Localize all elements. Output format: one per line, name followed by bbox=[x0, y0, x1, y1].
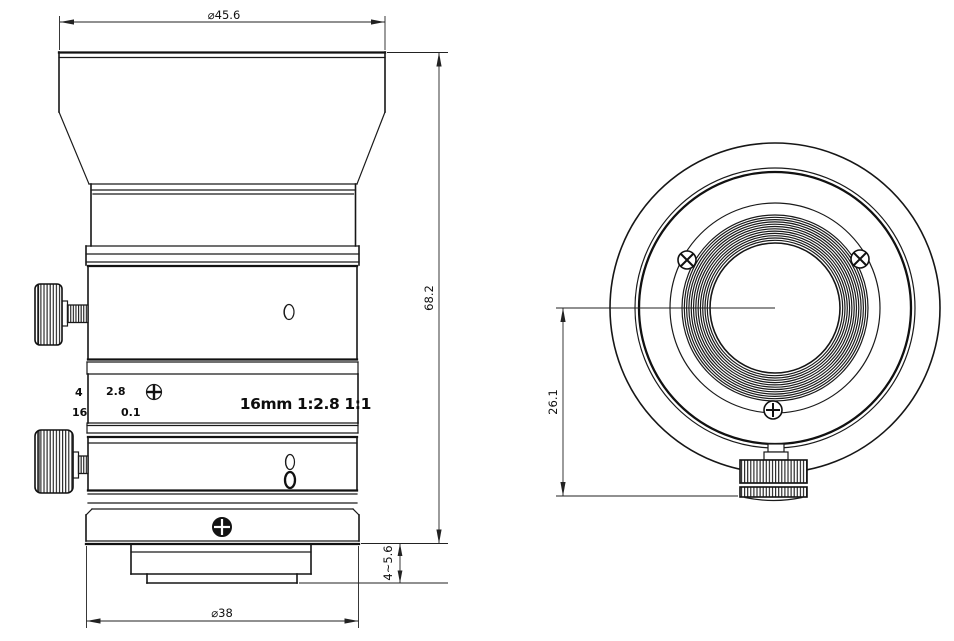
dim-axis-to-knob: 26.1 bbox=[546, 307, 775, 497]
c-mount-rear bbox=[130, 543, 312, 584]
front-view: 26.1 bbox=[546, 142, 941, 502]
face-screw-upper-right-icon bbox=[850, 249, 870, 269]
dim-back-focus-text: 4~5.6 bbox=[381, 545, 395, 580]
lens-hood bbox=[57, 51, 387, 185]
aperture-mark-16: 16 bbox=[72, 406, 88, 419]
lower-lock-knob[interactable] bbox=[34, 429, 89, 494]
dim-overall-length: 68.2 bbox=[361, 52, 448, 544]
side-view: 4 2.8 16 0.1 16mm 1:2.8 1:1 bbox=[34, 8, 448, 628]
mount-flange bbox=[84, 508, 361, 546]
front-barrel-ring bbox=[90, 183, 357, 247]
dim-body-diameter-text: ⌀38 bbox=[211, 606, 233, 620]
dim-body-diameter: ⌀38 bbox=[86, 546, 359, 628]
dim-axis-to-knob-text: 26.1 bbox=[546, 389, 560, 415]
barrel-step-band bbox=[85, 245, 360, 268]
flange-screw-icon bbox=[212, 517, 232, 537]
dim-overall-length-text: 68.2 bbox=[422, 285, 436, 311]
front-lock-knob[interactable] bbox=[739, 443, 808, 502]
index-dot-shade bbox=[285, 455, 289, 469]
focus-ring[interactable] bbox=[86, 265, 359, 375]
face-screw-upper-left-icon bbox=[677, 250, 697, 270]
upper-lock-knob[interactable] bbox=[34, 283, 89, 346]
lens-model-label: 16mm 1:2.8 1:1 bbox=[240, 395, 371, 413]
face-screw-bottom-icon bbox=[763, 400, 783, 420]
aperture-ring[interactable]: 4 2.8 16 0.1 16mm 1:2.8 1:1 bbox=[72, 373, 371, 439]
index-dot-shade bbox=[283, 305, 287, 319]
dim-back-focus: 4~5.6 bbox=[299, 543, 448, 584]
aperture-mark-4: 4 bbox=[75, 386, 83, 399]
aperture-mark-2.8: 2.8 bbox=[106, 385, 126, 398]
set-screw-icon bbox=[145, 383, 163, 401]
focus-mark-0.1: 0.1 bbox=[121, 406, 141, 419]
dim-hood-diameter-text: ⌀45.6 bbox=[208, 8, 241, 22]
dim-hood-diameter: ⌀45.6 bbox=[59, 8, 386, 50]
iris-lock-ring[interactable] bbox=[86, 436, 359, 504]
index-dot-bold bbox=[283, 470, 297, 490]
